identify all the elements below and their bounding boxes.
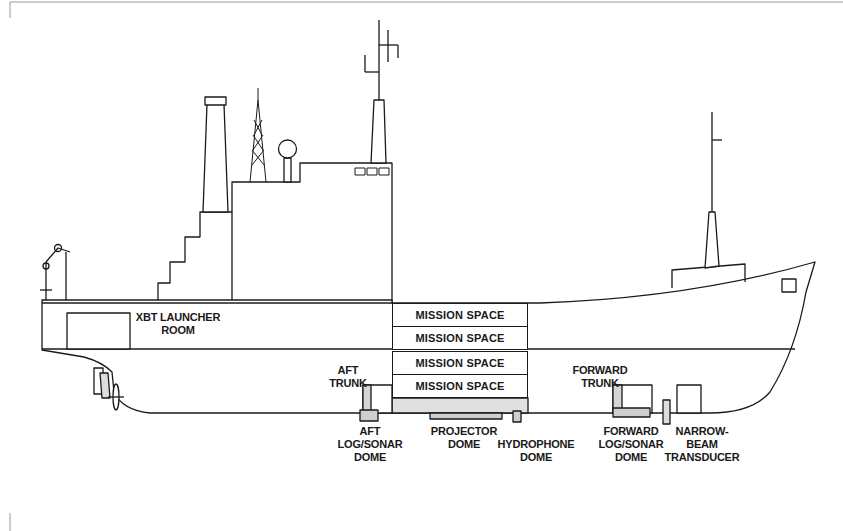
bulkhead-line <box>231 212 232 303</box>
xbt-launcher-room <box>67 313 130 349</box>
main-mast <box>365 20 398 163</box>
part-label: NARROW-BEAM TRANSDUCER <box>665 425 740 464</box>
forecastle <box>672 112 745 288</box>
space-label: MISSION SPACE <box>415 358 504 369</box>
part-label: FORWARD TRUNK <box>572 364 627 390</box>
space-label: MISSION SPACE <box>415 310 504 321</box>
narrow-beam-transducer <box>663 400 670 424</box>
aft-trunk-side <box>363 385 371 413</box>
hull <box>42 262 815 413</box>
stern-crane <box>40 245 70 301</box>
space-label: MISSION SPACE <box>415 333 504 344</box>
mission-space-box: MISSION SPACE <box>392 374 528 398</box>
transducer-trunk <box>677 385 701 413</box>
part-label: FORWARD LOG/SONAR DOME <box>599 425 664 464</box>
mission-space-box: MISSION SPACE <box>392 351 528 375</box>
funnel <box>203 104 228 212</box>
aft-log-dome <box>360 410 378 421</box>
superstructure <box>158 163 392 303</box>
rudder-propeller <box>94 368 124 410</box>
bridge-windows <box>355 168 389 175</box>
projector-dome <box>430 413 502 419</box>
part-label: XBT LAUNCHER ROOM <box>128 311 228 337</box>
mission-space-box: MISSION SPACE <box>392 326 528 350</box>
funnel-cap <box>205 97 226 105</box>
mission-space-box: MISSION SPACE <box>392 303 528 327</box>
frame-lines <box>10 2 843 531</box>
aft-trunk <box>363 385 392 413</box>
lattice-mast <box>250 88 266 182</box>
part-label: HYDROPHONE DOME <box>498 438 575 464</box>
part-label: PROJECTOR DOME <box>431 425 497 451</box>
hawse-window <box>782 279 796 292</box>
mission-base <box>392 398 528 413</box>
space-label: MISSION SPACE <box>415 381 504 392</box>
part-label: AFT TRUNK <box>329 364 367 390</box>
part-label: AFT LOG/SONAR DOME <box>338 425 403 464</box>
main-deck <box>42 302 392 303</box>
radome <box>279 140 297 182</box>
forward-log-dome <box>613 408 650 417</box>
hydrophone-dome <box>513 411 521 422</box>
